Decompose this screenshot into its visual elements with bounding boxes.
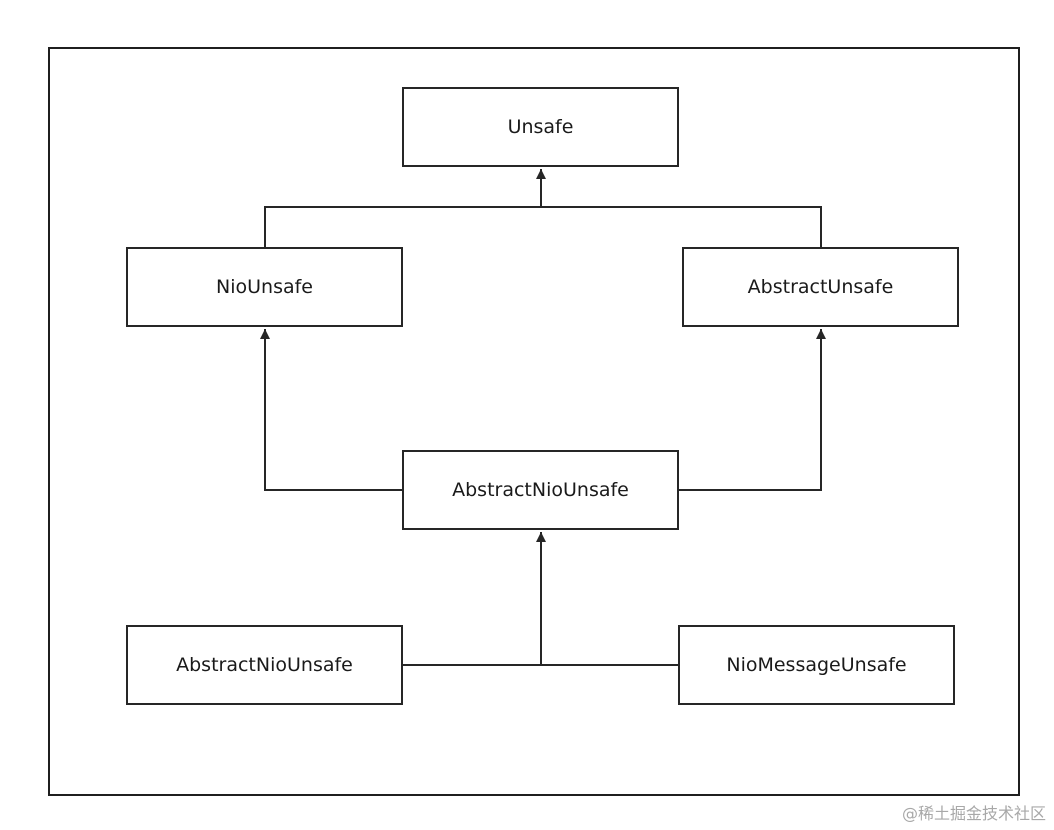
node-abstractunsafe-label: AbstractUnsafe — [747, 276, 894, 298]
node-abstractunsafe: AbstractUnsafe — [682, 247, 959, 327]
node-bottom-left: AbstractNioUnsafe — [126, 625, 403, 705]
diagram-frame — [48, 47, 1020, 796]
node-bottom-left-label: AbstractNioUnsafe — [176, 654, 353, 676]
node-abstractniounsafe: AbstractNioUnsafe — [402, 450, 679, 530]
node-niounsafe-label: NioUnsafe — [216, 276, 313, 298]
node-niomessageunsafe-label: NioMessageUnsafe — [726, 654, 907, 676]
node-unsafe-label: Unsafe — [507, 116, 574, 138]
node-unsafe: Unsafe — [402, 87, 679, 167]
watermark: @稀土掘金技术社区 — [901, 804, 1046, 823]
node-niomessageunsafe: NioMessageUnsafe — [678, 625, 955, 705]
node-niounsafe: NioUnsafe — [126, 247, 403, 327]
node-abstractniounsafe-label: AbstractNioUnsafe — [452, 479, 629, 501]
